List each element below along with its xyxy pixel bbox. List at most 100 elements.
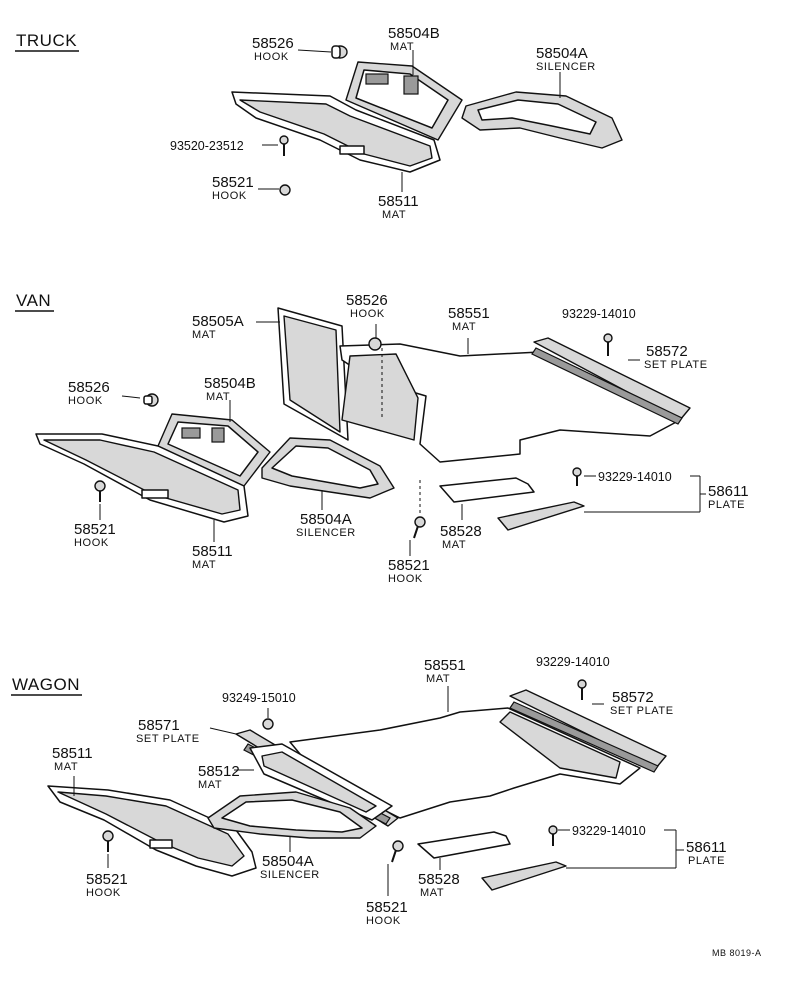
part-number: 58504B [204,375,256,392]
part-number: 93520-23512 [170,139,244,153]
part-name: MAT [426,673,450,685]
part-name: HOOK [68,395,103,407]
silencer-part [207,791,377,839]
hook-part [102,830,114,852]
plate-part [497,501,585,531]
part-number: 58551 [424,657,466,674]
part-number: 58504B [388,25,440,42]
part-name: MAT [452,321,476,333]
part-number: 58611 [708,483,749,500]
mat-part [35,433,249,523]
part-number: 93229-14010 [598,470,672,484]
hook-part [143,393,159,407]
part-name: SILENCER [260,869,320,881]
part-name: MAT [420,887,444,899]
part-name: HOOK [254,51,289,63]
part-number: 58521 [388,557,430,574]
part-name: SET PLATE [610,705,674,717]
part-name: MAT [192,329,216,341]
part-name: PLATE [708,499,745,511]
mat-small-part [417,831,511,859]
screw-part [262,718,274,730]
part-number: 58511 [192,543,233,560]
part-number: 58504A [300,511,352,528]
part-name: HOOK [86,887,121,899]
part-name: PLATE [688,855,725,867]
part-number: 58511 [378,193,419,210]
part-name: HOOK [388,573,423,585]
part-name: MAT [206,391,230,403]
part-number: 58505A [192,313,244,330]
mat-part [231,91,441,173]
mat-b-part [345,61,463,141]
leader-line [297,49,332,53]
part-name: MAT [390,41,414,53]
part-name: HOOK [350,308,385,320]
part-name: MAT [54,761,78,773]
part-name: MAT [192,559,216,571]
part-number: 93249-15010 [222,691,296,705]
part-number: 58504A [536,45,588,62]
mat-big-part [339,343,681,463]
silencer-part [261,437,395,499]
diagram-reference: MB 8019-A [712,948,762,958]
plate-part [481,861,567,891]
hook-part [279,184,291,196]
part-name: SILENCER [296,527,356,539]
screw-head [603,333,613,343]
hook-part [331,45,348,59]
truck-section: TRUCK 58526 HOOK 58504B MAT 58504A SILEN… [15,25,623,221]
part-number: 58611 [686,839,727,856]
mat-part [47,785,257,877]
van-title: VAN [16,291,51,310]
part-name: HOOK [366,915,401,927]
screw-part [548,825,558,846]
part-number: 58521 [212,174,254,191]
screw-part [279,135,289,156]
part-number: 58521 [366,899,408,916]
screw-part [577,679,587,700]
truck-title: TRUCK [16,31,77,50]
hook-part [391,840,404,863]
part-number: 93229-14010 [562,307,636,321]
part-name: SILENCER [536,61,596,73]
set-plate-part [509,689,667,773]
silencer-part [461,91,623,149]
part-number: 58572 [646,343,688,360]
part-name: SET PLATE [644,359,708,371]
part-number: 58571 [138,717,180,734]
screw-part [572,467,582,486]
part-name: HOOK [74,537,109,549]
part-number: 58528 [440,523,482,540]
wagon-title: WAGON [12,675,80,694]
mat-small-part [439,477,535,503]
part-name: HOOK [212,190,247,202]
part-number: 58526 [252,35,294,52]
part-name: MAT [382,209,406,221]
leader-line [121,395,141,399]
part-number: 58526 [346,292,388,309]
part-name: MAT [198,779,222,791]
hook-part [368,337,382,351]
mat-a-part [277,307,349,441]
leader-line [209,727,237,735]
part-number: 58521 [74,521,116,538]
hook-part [413,516,426,539]
wagon-section: WAGON 58551 MAT 93229-14010 58572 SET PL… [11,655,727,927]
part-number: 58551 [448,305,490,322]
mat-b-part [157,413,271,487]
part-name: SET PLATE [136,733,200,745]
part-number: 58528 [418,871,460,888]
hook-part [94,480,106,502]
part-number: 93229-14010 [572,824,646,838]
van-section: VAN 58505A MAT 58551 MAT 58526 HOOK [15,291,749,585]
part-number: 93229-14010 [536,655,610,669]
part-number: 58526 [68,379,110,396]
part-number: 58511 [52,745,93,762]
part-number: 58512 [198,763,240,780]
part-number: 58521 [86,871,128,888]
part-name: MAT [442,539,466,551]
set-plate-part [531,337,691,425]
mat-mid-part [249,743,393,821]
